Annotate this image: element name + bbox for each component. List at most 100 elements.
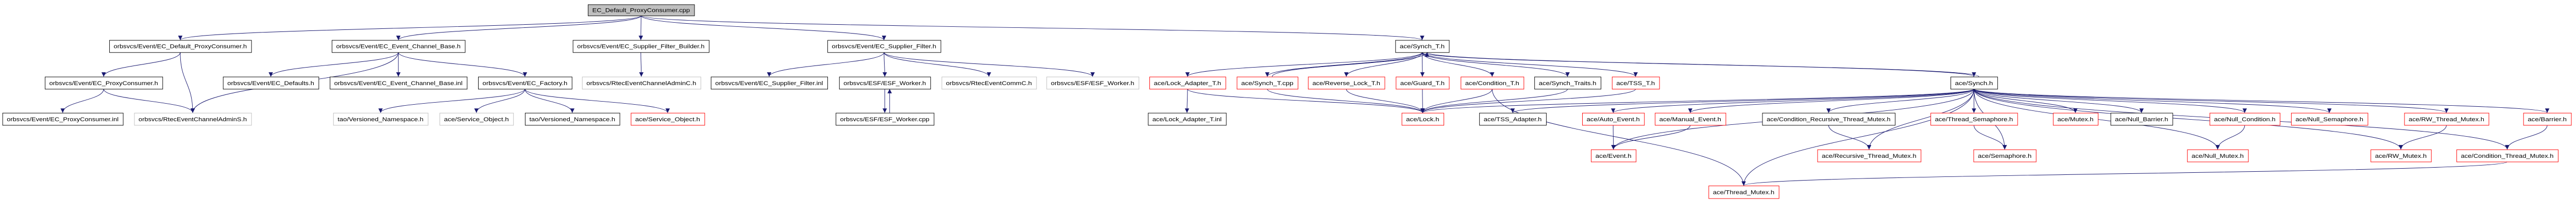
node-label: ace/TSS_T.h bbox=[1616, 80, 1655, 87]
node-ec-default-proxyconsumer-cpp[interactable]: EC_Default_ProxyConsumer.cpp bbox=[588, 4, 695, 17]
node-ace-semaphore-h[interactable]: ace/Semaphore.h bbox=[1973, 149, 2037, 162]
node-box bbox=[2110, 112, 2173, 126]
node-orbsvcs-event-ec-proxyconsumer-h[interactable]: orbsvcs/Event/EC_ProxyConsumer.h bbox=[45, 76, 163, 90]
node-label: orbsvcs/RtecEventCommC.h bbox=[946, 80, 1032, 87]
node-ace-event-h[interactable]: ace/Event.h bbox=[1591, 149, 1637, 162]
node-box bbox=[439, 112, 514, 126]
node-ace-mutex-h[interactable]: ace/Mutex.h bbox=[2053, 112, 2098, 126]
node-orbsvcs-event-ec-supplier-filter-h[interactable]: orbsvcs/Event/EC_Supplier_Filter.h bbox=[827, 40, 941, 53]
edge-s-to-ae bbox=[1420, 89, 1493, 113]
node-ace-null-barrier-h[interactable]: ace/Null_Barrier.h bbox=[2110, 112, 2173, 126]
node-ace-rw-mutex-h[interactable]: ace/RW_Mutex.h bbox=[2370, 149, 2432, 162]
node-ace-rw-thread-mutex-h[interactable]: ace/RW_Thread_Mutex.h bbox=[2404, 112, 2489, 126]
node-box bbox=[1708, 185, 1780, 199]
edge-v-to-aw bbox=[1741, 89, 1974, 186]
edge-v-to-af bbox=[1511, 88, 1974, 113]
edge-i-to-z bbox=[474, 89, 526, 113]
node-box bbox=[1973, 149, 2037, 162]
node-box bbox=[572, 40, 709, 53]
node-label: ace/RW_Thread_Mutex.h bbox=[2409, 117, 2484, 123]
node-label: orbsvcs/ESF/ESF_Worker.cpp bbox=[840, 117, 929, 123]
node-box bbox=[1461, 76, 1524, 90]
node-ace-thread-semaphore-h[interactable]: ace/Thread_Semaphore.h bbox=[1930, 112, 2018, 126]
node-ace-lock-adapter-t-inl[interactable]: ace/Lock_Adapter_T.inl bbox=[1148, 112, 1227, 126]
node-orbsvcs-event-ec-factory-h[interactable]: orbsvcs/Event/EC_Factory.h bbox=[478, 76, 572, 90]
edge-v-to-ak bbox=[1973, 89, 2078, 113]
node-orbsvcs-event-ec-supplier-filter-builder-h[interactable]: orbsvcs/Event/EC_Supplier_Filter_Builder… bbox=[572, 40, 709, 53]
node-ace-barrier-h[interactable]: ace/Barrier.h bbox=[2523, 112, 2572, 126]
node-box bbox=[331, 40, 466, 53]
node-orbsvcs-rteceventcommc-h[interactable]: orbsvcs/RtecEventCommC.h bbox=[941, 76, 1037, 90]
node-ace-synch-h[interactable]: ace/Synch.h bbox=[1950, 76, 1998, 90]
edge-v-to-ap bbox=[1973, 88, 2549, 113]
edge-av-to-aw bbox=[1741, 161, 2507, 186]
node-tao-versioned-namespace-h[interactable]: tao/Versioned_Namespace.h bbox=[333, 112, 429, 126]
node-box bbox=[2209, 112, 2281, 126]
node-label: ace/TSS_Adapter.h bbox=[1484, 117, 1542, 123]
node-label: orbsvcs/Event/EC_Event_Channel_Base.h bbox=[336, 44, 460, 50]
node-label: ace/Auto_Event.h bbox=[1587, 117, 1640, 123]
node-orbsvcs-event-ec-defaults-h[interactable]: orbsvcs/Event/EC_Defaults.h bbox=[223, 76, 319, 90]
node-ace-synch-t-h[interactable]: ace/Synch_T.h bbox=[1395, 40, 1450, 53]
node-ace-reverse-lock-t-h[interactable]: ace/Reverse_Lock_T.h bbox=[1308, 76, 1385, 90]
node-label: ace/Null_Semaphore.h bbox=[2295, 117, 2363, 123]
node-box bbox=[2, 112, 124, 126]
node-ace-condition-recursive-thread-mutex-h[interactable]: ace/Condition_Recursive_Thread_Mutex.h bbox=[1762, 112, 1895, 126]
edge-v-to-al bbox=[1973, 89, 2144, 113]
node-ace-synch-t-cpp[interactable]: ace/Synch_T.cpp bbox=[1236, 76, 1298, 90]
node-ace-condition-t-h[interactable]: ace/Condition_T.h bbox=[1461, 76, 1524, 90]
node-orbsvcs-rteceventchanneladminc-h[interactable]: orbsvcs/RtecEventChannelAdminC.h bbox=[582, 76, 701, 90]
node-ace-condition-thread-mutex-h[interactable]: ace/Condition_Thread_Mutex.h bbox=[2456, 149, 2558, 162]
node-label: ace/Service_Object.h bbox=[635, 117, 700, 123]
node-orbsvcs-event-ec-supplier-filter-inl[interactable]: orbsvcs/Event/EC_Supplier_Filter.inl bbox=[710, 76, 828, 90]
node-ace-null-mutex-h[interactable]: ace/Null_Mutex.h bbox=[2187, 149, 2249, 162]
node-label: ace/Synch_T.h bbox=[1400, 44, 1445, 50]
node-label: ace/Null_Barrier.h bbox=[2115, 117, 2168, 123]
node-box bbox=[588, 4, 695, 17]
edge-i-to-y bbox=[378, 89, 526, 113]
node-ace-tss-t-h[interactable]: ace/TSS_T.h bbox=[1612, 76, 1660, 90]
node-orbsvcs-event-ec-event-channel-base-inl[interactable]: orbsvcs/Event/EC_Event_Channel_Base.inl bbox=[330, 76, 468, 90]
node-box bbox=[1930, 112, 2018, 126]
node-ace-synch-traits-h[interactable]: ace/Synch_Traits.h bbox=[1534, 76, 1601, 90]
node-box bbox=[1396, 76, 1450, 90]
node-box bbox=[478, 76, 572, 90]
node-label: orbsvcs/RtecEventChannelAdminC.h bbox=[586, 80, 696, 87]
node-label: orbsvcs/ESF/ESF_Worker.h bbox=[843, 80, 926, 87]
node-orbsvcs-event-ec-proxyconsumer-inl[interactable]: orbsvcs/Event/EC_ProxyConsumer.inl bbox=[2, 112, 124, 126]
node-tao-versioned-namespace-h[interactable]: tao/Versioned_Namespace.h bbox=[524, 112, 620, 126]
node-orbsvcs-event-ec-event-channel-base-h[interactable]: orbsvcs/Event/EC_Event_Channel_Base.h bbox=[331, 40, 466, 53]
node-ace-auto-event-h[interactable]: ace/Auto_Event.h bbox=[1582, 112, 1645, 126]
node-ace-guard-t-h[interactable]: ace/Guard_T.h bbox=[1396, 76, 1450, 90]
node-orbsvcs-esf-esf-worker-h[interactable]: orbsvcs/ESF/ESF_Worker.h bbox=[839, 76, 931, 90]
node-box bbox=[45, 76, 163, 90]
node-ace-null-condition-h[interactable]: ace/Null_Condition.h bbox=[2209, 112, 2281, 126]
node-box bbox=[134, 112, 252, 126]
edge-t-to-ae bbox=[1420, 89, 1568, 113]
node-label: ace/Lock.h bbox=[1406, 117, 1439, 123]
node-label: orbsvcs/Event/EC_Supplier_Filter.inl bbox=[715, 80, 823, 87]
node-box bbox=[1479, 112, 1547, 126]
edge-v-to-ag bbox=[1611, 88, 1974, 113]
edge-b-to-g bbox=[268, 52, 399, 77]
node-ace-null-semaphore-h[interactable]: ace/Null_Semaphore.h bbox=[2291, 112, 2368, 126]
node-orbsvcs-esf-esf-worker-h[interactable]: orbsvcs/ESF/ESF_Worker.h bbox=[1046, 76, 1140, 90]
node-ace-lock-h[interactable]: ace/Lock.h bbox=[1401, 112, 1445, 126]
node-ace-manual-event-h[interactable]: ace/Manual_Event.h bbox=[1655, 112, 1726, 126]
node-label: orbsvcs/Event/EC_Default_ProxyConsumer.h bbox=[114, 44, 247, 50]
node-ace-lock-adapter-t-h[interactable]: ace/Lock_Adapter_T.h bbox=[1149, 76, 1226, 90]
node-ace-tss-adapter-h[interactable]: ace/TSS_Adapter.h bbox=[1479, 112, 1547, 126]
edge-e-to-s bbox=[1421, 52, 1495, 77]
node-box bbox=[333, 112, 429, 126]
edge-ah-to-aq bbox=[1611, 125, 1691, 150]
node-ace-thread-mutex-h[interactable]: ace/Thread_Mutex.h bbox=[1708, 185, 1780, 199]
edge-s-to-aw bbox=[1492, 89, 1746, 186]
node-ace-service-object-h[interactable]: ace/Service_Object.h bbox=[439, 112, 514, 126]
node-orbsvcs-event-ec-default-proxyconsumer-h[interactable]: orbsvcs/Event/EC_Default_ProxyConsumer.h bbox=[109, 40, 252, 53]
node-box bbox=[839, 76, 931, 90]
node-orbsvcs-esf-esf-worker-cpp[interactable]: orbsvcs/ESF/ESF_Worker.cpp bbox=[836, 112, 935, 126]
node-ace-service-object-h[interactable]: ace/Service_Object.h bbox=[631, 112, 705, 126]
node-orbsvcs-rteceventchanneladmins-h[interactable]: orbsvcs/RtecEventChannelAdminS.h bbox=[134, 112, 252, 126]
node-box bbox=[1817, 149, 1922, 162]
node-ace-recursive-thread-mutex-h[interactable]: ace/Recursive_Thread_Mutex.h bbox=[1817, 149, 1922, 162]
